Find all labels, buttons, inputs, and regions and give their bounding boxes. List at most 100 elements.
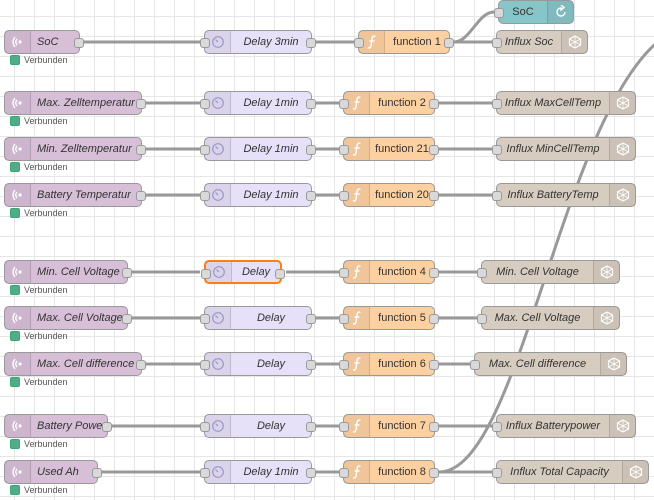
debug-node-label: SoC <box>512 6 534 18</box>
output-port[interactable] <box>92 468 102 478</box>
delay-node[interactable]: Delay <box>200 306 316 330</box>
output-port[interactable] <box>444 38 454 48</box>
output-port[interactable] <box>136 360 146 370</box>
influxdb-out-node[interactable]: Influx BatteryTemp <box>492 183 636 207</box>
wire[interactable] <box>438 40 654 474</box>
output-port[interactable] <box>136 99 146 109</box>
output-port[interactable] <box>306 38 316 48</box>
debug-node[interactable]: SoC <box>494 0 574 24</box>
input-port[interactable] <box>477 314 487 324</box>
delay-node[interactable]: Delay 1min <box>200 183 316 207</box>
output-port[interactable] <box>306 145 316 155</box>
mqtt-in-node[interactable]: Max. Zelltemperatur <box>4 91 146 115</box>
mqtt-in-node[interactable]: Min. Zelltemperatur <box>4 137 146 161</box>
function-node[interactable]: function 7 <box>339 414 439 438</box>
function-node[interactable]: function 8 <box>339 460 439 484</box>
output-port[interactable] <box>429 360 439 370</box>
input-port[interactable] <box>339 314 349 324</box>
input-port[interactable] <box>200 314 210 324</box>
input-port[interactable] <box>492 468 502 478</box>
influxdb-out-node[interactable]: Influx Total Capacity <box>492 460 649 484</box>
function-node[interactable]: function 5 <box>339 306 439 330</box>
influxdb-out-node[interactable]: Influx MaxCellTemp <box>492 91 636 115</box>
input-port[interactable] <box>494 8 504 18</box>
function-node[interactable]: function 21 <box>339 137 439 161</box>
input-port[interactable] <box>201 269 211 279</box>
input-port[interactable] <box>492 191 502 201</box>
input-port[interactable] <box>200 360 210 370</box>
function-node[interactable]: function 6 <box>339 352 439 376</box>
output-port[interactable] <box>306 314 316 324</box>
influxdb-out-node[interactable]: Influx Batterypower <box>492 414 636 438</box>
mqtt-in-node-label: Battery Power <box>37 420 107 432</box>
input-port[interactable] <box>339 360 349 370</box>
output-port[interactable] <box>429 268 439 278</box>
input-port[interactable] <box>200 99 210 109</box>
input-port[interactable] <box>339 99 349 109</box>
output-port[interactable] <box>429 468 439 478</box>
mqtt-in-node[interactable]: SoC <box>4 30 84 54</box>
output-port[interactable] <box>429 191 439 201</box>
wire[interactable] <box>453 10 495 44</box>
function-node[interactable]: function 1 <box>354 30 454 54</box>
influxdb-out-node[interactable]: Influx MinCellTemp <box>492 137 636 161</box>
function-f-icon <box>344 184 370 206</box>
delay-node[interactable]: Delay <box>200 352 316 376</box>
output-port[interactable] <box>306 468 316 478</box>
output-port[interactable] <box>306 99 316 109</box>
input-port[interactable] <box>200 422 210 432</box>
delay-node[interactable]: Delay 3min <box>200 30 316 54</box>
delay-node[interactable]: Delay 1min <box>200 460 316 484</box>
output-port[interactable] <box>74 38 84 48</box>
mqtt-in-node[interactable]: Max. Cell Voltage <box>4 306 132 330</box>
input-port[interactable] <box>470 360 480 370</box>
delay-node[interactable]: Delay <box>201 260 285 284</box>
input-port[interactable] <box>477 268 487 278</box>
input-port[interactable] <box>200 145 210 155</box>
mqtt-in-node[interactable]: Battery Power <box>4 414 112 438</box>
input-port[interactable] <box>339 268 349 278</box>
input-port[interactable] <box>339 145 349 155</box>
output-port[interactable] <box>275 269 285 279</box>
mqtt-in-node[interactable]: Min. Cell Voltage <box>4 260 132 284</box>
input-port[interactable] <box>492 99 502 109</box>
output-port[interactable] <box>122 268 132 278</box>
function-node-label: function 7 <box>378 420 426 432</box>
influxdb-out-node[interactable]: Max. Cell Voltage <box>477 306 620 330</box>
function-node[interactable]: function 4 <box>339 260 439 284</box>
input-port[interactable] <box>339 468 349 478</box>
input-port[interactable] <box>354 38 364 48</box>
output-port[interactable] <box>136 145 146 155</box>
input-port[interactable] <box>492 38 502 48</box>
mqtt-in-node[interactable]: Max. Cell difference <box>4 352 146 376</box>
input-port[interactable] <box>339 191 349 201</box>
input-port[interactable] <box>492 422 502 432</box>
delay-node[interactable]: Delay 1min <box>200 137 316 161</box>
influxdb-out-node[interactable]: Max. Cell difference <box>470 352 627 376</box>
output-port[interactable] <box>429 145 439 155</box>
output-port[interactable] <box>136 191 146 201</box>
influxdb-out-node[interactable]: Min. Cell Voltage <box>477 260 620 284</box>
output-port[interactable] <box>306 191 316 201</box>
output-port[interactable] <box>429 422 439 432</box>
function-node[interactable]: function 20 <box>339 183 439 207</box>
mqtt-in-node[interactable]: Battery Temperatur <box>4 183 146 207</box>
input-port[interactable] <box>200 38 210 48</box>
output-port[interactable] <box>306 422 316 432</box>
output-port[interactable] <box>122 314 132 324</box>
input-port[interactable] <box>492 145 502 155</box>
input-port[interactable] <box>339 422 349 432</box>
input-port[interactable] <box>200 191 210 201</box>
output-port[interactable] <box>306 360 316 370</box>
delay-node[interactable]: Delay 1min <box>200 91 316 115</box>
delay-node[interactable]: Delay <box>200 414 316 438</box>
influxdb-out-node[interactable]: Influx Soc <box>492 30 588 54</box>
timer-icon <box>205 415 231 437</box>
input-port[interactable] <box>200 468 210 478</box>
mqtt-in-node[interactable]: Used Ah <box>4 460 102 484</box>
output-port[interactable] <box>102 422 112 432</box>
status-indicator-icon <box>10 377 20 387</box>
output-port[interactable] <box>429 314 439 324</box>
function-node[interactable]: function 2 <box>339 91 439 115</box>
output-port[interactable] <box>429 99 439 109</box>
